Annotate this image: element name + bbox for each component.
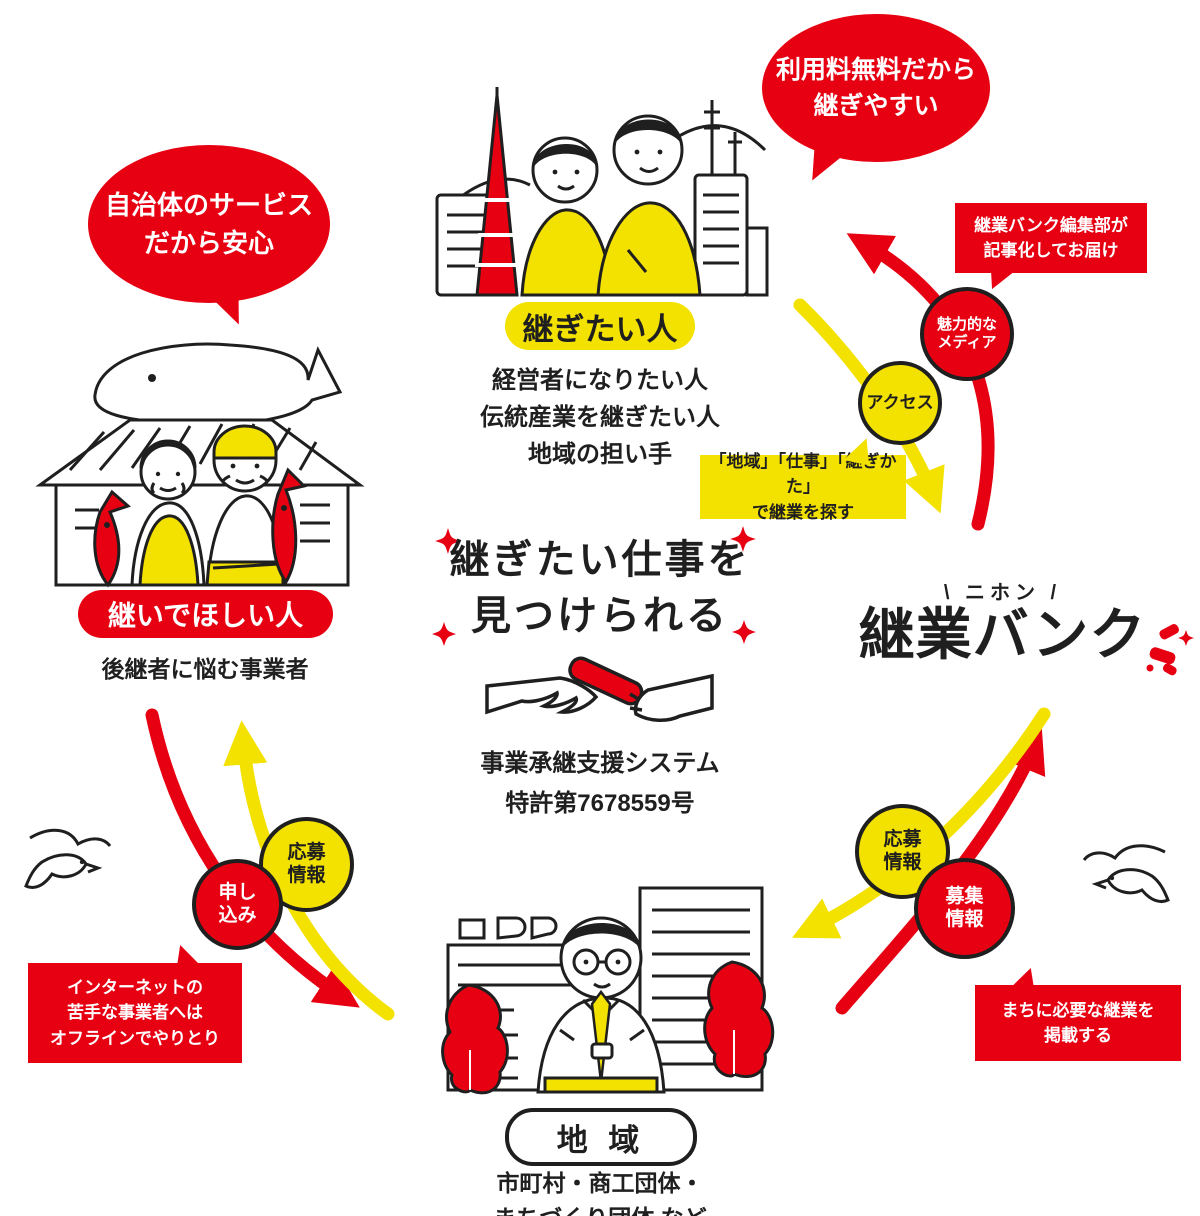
- application-node: 申し 込み: [192, 859, 283, 950]
- successor-label-pill: 継ぎたい人: [505, 302, 695, 350]
- callout-tail: [172, 942, 204, 973]
- node-line: アクセス: [866, 392, 934, 412]
- node-line: 応募: [287, 841, 326, 863]
- callout-line: 記事化してお届け: [983, 241, 1119, 260]
- editorial-callout: 継業バンク編集部が 記事化してお届け: [955, 203, 1147, 295]
- node-line: 魅力的な: [936, 316, 997, 333]
- bubble-text: 継ぎやすい: [813, 92, 939, 120]
- bird-left-icon: [24, 828, 112, 889]
- region-label-pill: 地 域: [505, 1108, 697, 1166]
- callout-line: で継業を探す: [752, 502, 854, 522]
- node-line: 情報: [945, 908, 984, 930]
- offline-callout: インターネットの 苦手な事業者へは オフラインでやりとり: [28, 942, 242, 1063]
- recruit-info-node: 募集 情報: [914, 858, 1015, 959]
- node-line: 情報: [883, 851, 922, 873]
- application-info-left-node: 応募 情報: [259, 817, 354, 912]
- center-headline: 継ぎたい仕事を 見つけられる: [420, 532, 780, 644]
- bubble-text: 利用料無料だから: [775, 56, 976, 84]
- owner-desc-line: 後継者に悩む事業者: [101, 656, 309, 682]
- publish-callout: まちに必要な継業を 掲載する: [975, 965, 1181, 1061]
- successor-desc-line: 伝統産業を継ぎたい人: [480, 404, 720, 431]
- node-line: 応募: [883, 828, 922, 850]
- node-line: 募集: [945, 885, 984, 907]
- node-line: 申し: [218, 881, 257, 903]
- node-line: 込み: [218, 904, 257, 926]
- callout-tail: [843, 434, 875, 466]
- headline-line: 見つけられる: [471, 594, 729, 638]
- sparkle-decorations: [432, 526, 756, 646]
- successor-label: 継ぎたい人: [522, 311, 678, 347]
- municipal-service-bubble: 自治体のサービス だから安心: [88, 145, 330, 331]
- free-service-bubble: 利用料無料だから 継ぎやすい: [762, 14, 990, 189]
- application-info-right-node: 応募 情報: [855, 804, 950, 899]
- keigyo-bank-logo: \ ニホン / 継業バンク: [845, 576, 1160, 665]
- owner-description: 後継者に悩む事業者: [55, 650, 355, 684]
- attractive-media-node: 魅力的な メディア: [920, 287, 1014, 381]
- callout-line: 「地域」「仕事」「継ぎかた」: [709, 451, 897, 497]
- successor-illustration: [435, 87, 769, 297]
- successor-desc-line: 経営者になりたい人: [492, 367, 708, 394]
- search-callout: 「地域」「仕事」「継ぎかた」 で継業を探す: [700, 434, 906, 522]
- callout-line: 掲載する: [1044, 1026, 1112, 1045]
- node-line: 情報: [287, 864, 326, 886]
- logo-name-text: 継業バンク: [858, 603, 1147, 666]
- bird-right-icon: [1082, 844, 1170, 904]
- baton-pass-illustration: [485, 656, 714, 722]
- logo-nihon-text: \ ニホン /: [943, 582, 1062, 604]
- callout-line: 苦手な事業者へは: [67, 1003, 203, 1023]
- callout-line: オフラインでやりとり: [50, 1028, 220, 1048]
- headline-line: 継ぎたい仕事を: [449, 538, 751, 582]
- successor-description: 経営者になりたい人 伝統産業を継ぎたい人 地域の担い手: [420, 362, 780, 473]
- region-desc-line: まちづくり団体 など: [493, 1205, 706, 1216]
- patent-number: 特許第7678559号: [505, 790, 695, 817]
- system-name: 事業承継支援システム: [480, 750, 720, 777]
- callout-line: まちに必要な継業を: [1001, 1000, 1155, 1020]
- successor-desc-line: 地域の担い手: [528, 441, 672, 468]
- japan-map-icon: [1146, 624, 1194, 676]
- bubble-text: だから安心: [143, 228, 274, 258]
- region-label: 地 域: [556, 1122, 646, 1158]
- owner-label-pill: 継いでほしい人: [78, 590, 333, 638]
- callout-line: インターネットの: [67, 977, 203, 997]
- owner-illustration: [35, 342, 365, 588]
- bubble-text: 自治体のサービス: [104, 190, 313, 220]
- callout-line: 継業バンク編集部が: [974, 215, 1128, 235]
- region-desc-line: 市町村・商工団体・: [496, 1170, 704, 1196]
- region-description: 市町村・商工団体・ まちづくり団体 など: [420, 1166, 780, 1216]
- callout-tail: [1007, 965, 1039, 995]
- node-line: メディア: [937, 334, 997, 351]
- owner-label: 継いでほしい人: [107, 600, 304, 631]
- system-patent-text: 事業承継支援システム 特許第7678559号: [420, 744, 780, 824]
- access-node: アクセス: [858, 361, 942, 445]
- region-illustration: [441, 886, 775, 1095]
